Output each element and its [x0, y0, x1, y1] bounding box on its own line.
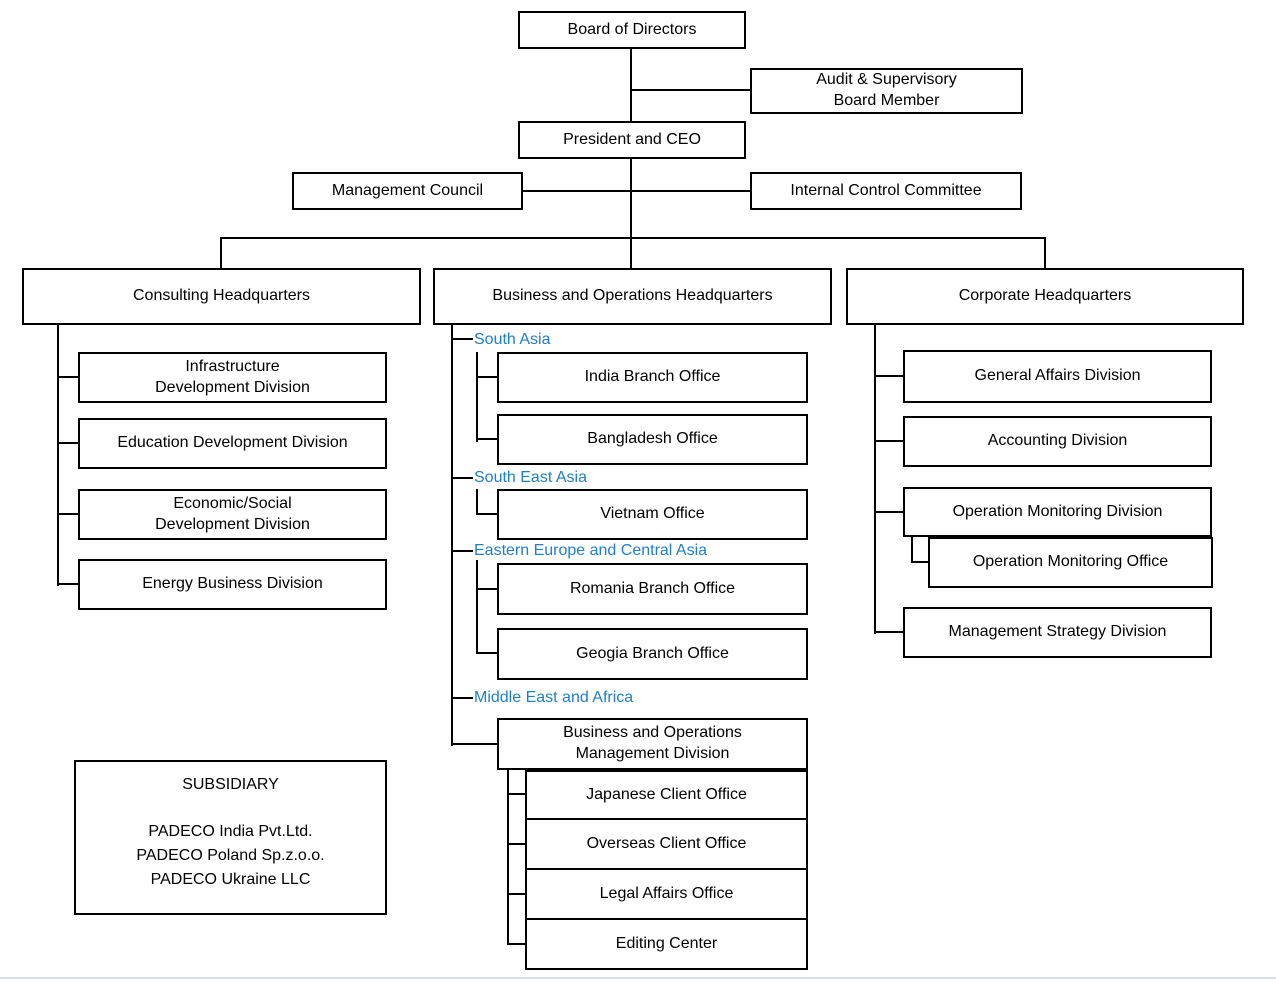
connector-stub: [451, 477, 473, 479]
connector-business-trunk: [451, 325, 453, 746]
node-board-of-directors: Board of Directors: [518, 11, 746, 49]
node-management-strategy-division: Management Strategy Division: [903, 607, 1212, 658]
connector-stub: [507, 793, 525, 795]
subsidiary-title: SUBSIDIARY: [182, 776, 279, 793]
connector-stub: [451, 697, 473, 699]
connector-consulting-trunk: [57, 325, 59, 586]
subsidiary-company: PADECO Ukraine LLC: [150, 871, 311, 888]
connector-council-committee: [523, 190, 750, 192]
connector-distribution: [220, 237, 1046, 239]
connector-management-division-trunk: [507, 770, 509, 945]
connector-stub: [911, 561, 928, 563]
connector-stub: [874, 440, 903, 442]
node-business-operations-management-division: Business and Operations Management Divis…: [497, 718, 808, 770]
node-president-and-ceo: President and CEO: [518, 121, 746, 159]
connector-stub: [476, 588, 497, 590]
node-business-operations-headquarters: Business and Operations Headquarters: [433, 268, 832, 325]
region-label-south-asia: South Asia: [474, 331, 551, 348]
node-operation-monitoring-office: Operation Monitoring Office: [928, 537, 1213, 588]
connector-stub: [874, 631, 903, 633]
connector-drop-consulting: [220, 237, 222, 268]
connector-stub: [476, 652, 497, 654]
node-management-council: Management Council: [292, 172, 523, 210]
connector-stub: [451, 743, 497, 745]
connector-corporate-trunk: [874, 325, 876, 634]
connector-stub: [451, 338, 473, 340]
region-label-eastern-europe-central-asia: Eastern Europe and Central Asia: [474, 542, 708, 559]
connector-south-east-asia-trunk: [476, 489, 478, 515]
connector-drop-business: [630, 237, 632, 268]
node-accounting-division: Accounting Division: [903, 416, 1212, 467]
connector-stub: [57, 376, 80, 378]
connector-stub: [476, 438, 497, 440]
node-japanese-client-office: Japanese Client Office: [525, 770, 808, 820]
connector-drop-corporate: [1044, 237, 1046, 268]
node-india-branch-office: India Branch Office: [497, 352, 808, 403]
node-overseas-client-office: Overseas Client Office: [525, 818, 808, 870]
node-geogia-branch-office: Geogia Branch Office: [497, 628, 808, 680]
connector-stub: [476, 513, 497, 515]
region-label-middle-east-africa: Middle East and Africa: [474, 689, 634, 706]
connector-monitoring-office-drop: [911, 537, 913, 563]
connector-stub: [507, 943, 525, 945]
node-corporate-headquarters: Corporate Headquarters: [846, 268, 1244, 325]
connector-stub: [451, 550, 473, 552]
connector-eastern-europe-trunk: [476, 560, 478, 654]
connector-stub: [874, 511, 903, 513]
subsidiary-company: PADECO India Pvt.Ltd.: [148, 823, 313, 840]
connector-stub: [507, 843, 525, 845]
connector-stub: [57, 513, 80, 515]
node-audit-supervisory-board-member: Audit & Supervisory Board Member: [750, 68, 1023, 114]
node-energy-business-division: Energy Business Division: [78, 559, 387, 610]
node-infrastructure-development-division: Infrastructure Development Division: [78, 352, 387, 403]
node-bangladesh-office: Bangladesh Office: [497, 414, 808, 465]
node-internal-control-committee: Internal Control Committee: [750, 172, 1022, 210]
node-consulting-headquarters: Consulting Headquarters: [22, 268, 421, 325]
subsidiary-box: SUBSIDIARY PADECO India Pvt.Ltd. PADECO …: [74, 760, 387, 915]
node-romania-branch-office: Romania Branch Office: [497, 563, 808, 615]
subsidiary-company: PADECO Poland Sp.z.o.o.: [136, 847, 325, 864]
node-vietnam-office: Vietnam Office: [497, 489, 808, 540]
node-operation-monitoring-division: Operation Monitoring Division: [903, 487, 1212, 537]
node-editing-center: Editing Center: [525, 918, 808, 970]
connector-stub: [57, 583, 80, 585]
connector-stub: [476, 376, 497, 378]
connector-stub: [507, 893, 525, 895]
node-legal-affairs-office: Legal Affairs Office: [525, 868, 808, 920]
node-economic-social-development-division: Economic/Social Development Division: [78, 489, 387, 540]
region-label-south-east-asia: South East Asia: [474, 469, 587, 486]
connector-south-asia-trunk: [476, 352, 478, 442]
connector-audit-branch: [631, 89, 750, 91]
connector-stub: [874, 375, 903, 377]
connector-board-president: [630, 49, 632, 121]
connector-president-trunk: [630, 159, 632, 239]
page-edge-divider: [0, 977, 1276, 979]
node-general-affairs-division: General Affairs Division: [903, 350, 1212, 403]
node-education-development-division: Education Development Division: [78, 418, 387, 469]
connector-stub: [57, 442, 80, 444]
